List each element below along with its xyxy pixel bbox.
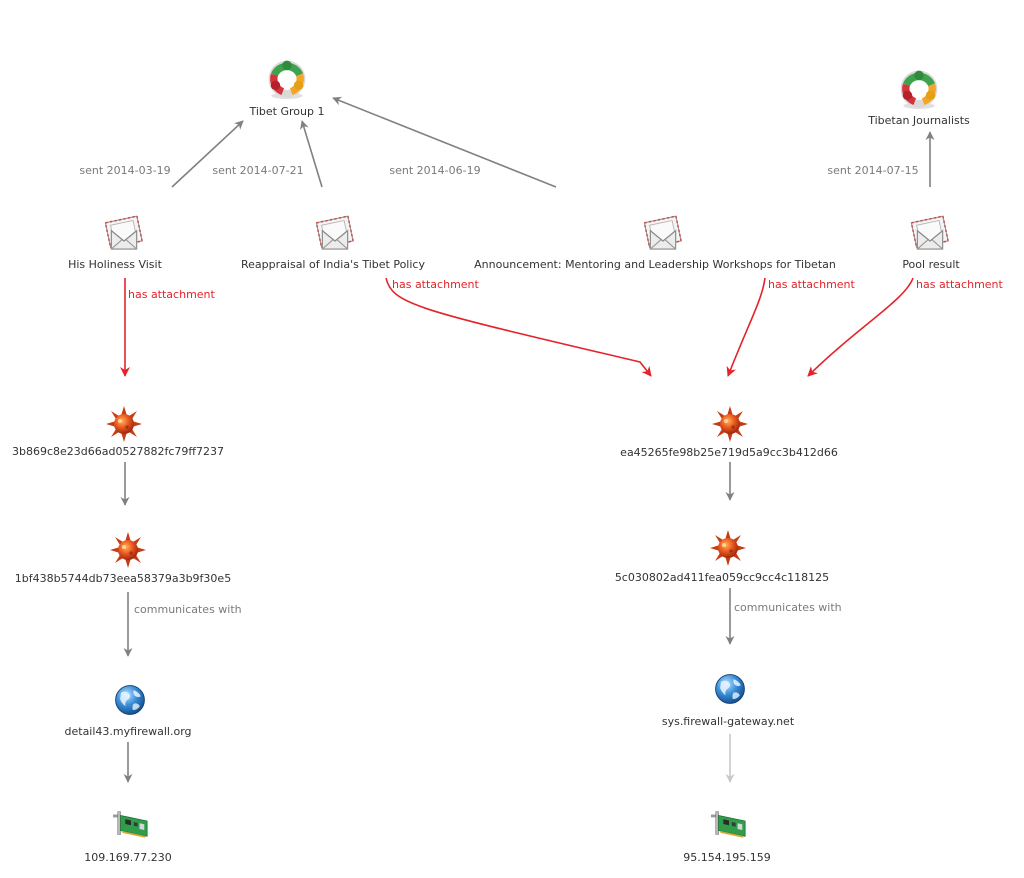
globe-icon [715, 674, 745, 704]
node-malware-1bf4[interactable]: 1bf438b5744db73eea58379a3b9f30e5 [15, 532, 231, 585]
email-icon [315, 215, 354, 250]
node-label: Announcement: Mentoring and Leadership W… [474, 258, 836, 271]
edge-label-sent-reappraisal: sent 2014-07-21 [212, 164, 303, 177]
node-email-reappraisal[interactable]: Reappraisal of India's Tibet Policy [241, 215, 425, 271]
node-ip-95[interactable]: 95.154.195.159 [683, 811, 771, 864]
network-card-icon [112, 811, 148, 839]
edge-label-sent-holiness: sent 2014-03-19 [79, 164, 170, 177]
node-label: 109.169.77.230 [84, 851, 171, 864]
edge-label-attach-holiness: has attachment [128, 288, 216, 301]
edge-label-attach-reappraisal: has attachment [392, 278, 480, 291]
node-label: Tibet Group 1 [249, 105, 325, 118]
node-email-pool[interactable]: Pool result [902, 215, 960, 271]
network-card-icon [710, 811, 746, 839]
node-tibet-group[interactable]: Tibet Group 1 [249, 61, 325, 118]
edge-label-comm-5c03: communicates with [734, 601, 842, 614]
malware-icon [106, 406, 142, 442]
node-malware-5c03[interactable]: 5c030802ad411fea059cc9cc4c118125 [615, 530, 829, 584]
edge-label-attach-pool: has attachment [916, 278, 1004, 291]
edge-sent-reappraisal [300, 120, 323, 188]
malware-icon [110, 532, 146, 568]
node-label: detail43.myfirewall.org [65, 725, 192, 738]
node-domain-detail43[interactable]: detail43.myfirewall.org [65, 685, 192, 738]
edge-attach-reappraisal [385, 277, 652, 377]
node-malware-ea45[interactable]: ea45265fe98b25e719d5a9cc3b412d66 [620, 406, 838, 459]
email-icon [643, 215, 682, 250]
group-icon [271, 61, 304, 99]
group-icon [903, 71, 936, 109]
node-label: 3b869c8e23d66ad0527882fc79ff7237 [12, 445, 224, 458]
node-label: 1bf438b5744db73eea58379a3b9f30e5 [15, 572, 231, 585]
edge-label-sent-announcement: sent 2014-06-19 [389, 164, 480, 177]
node-label: Reappraisal of India's Tibet Policy [241, 258, 425, 271]
malware-icon [712, 406, 748, 442]
node-label: 95.154.195.159 [683, 851, 770, 864]
globe-icon [115, 685, 145, 715]
edge-label-sent-pool: sent 2014-07-15 [827, 164, 918, 177]
edge-sent-holiness [171, 120, 244, 188]
edge-attach-announcement [726, 277, 766, 377]
node-email-holiness[interactable]: His Holiness Visit [68, 215, 163, 271]
edge-sent-announcement [332, 96, 557, 188]
node-label: sys.firewall-gateway.net [662, 715, 795, 728]
node-label: Tibetan Journalists [867, 114, 970, 127]
node-domain-sys[interactable]: sys.firewall-gateway.net [662, 674, 795, 728]
node-ip-109[interactable]: 109.169.77.230 [84, 811, 172, 864]
node-tibetan-journalists[interactable]: Tibetan Journalists [867, 71, 970, 127]
node-malware-3b86[interactable]: 3b869c8e23d66ad0527882fc79ff7237 [12, 406, 224, 458]
email-icon [104, 215, 143, 250]
email-icon [910, 215, 949, 250]
edge-label-attach-announcement: has attachment [768, 278, 856, 291]
malware-icon [710, 530, 746, 566]
edge-attach-pool [807, 277, 914, 377]
node-label: 5c030802ad411fea059cc9cc4c118125 [615, 571, 829, 584]
edge-label-comm-1bf4: communicates with [134, 603, 242, 616]
node-email-announcement[interactable]: Announcement: Mentoring and Leadership W… [474, 215, 836, 271]
node-label: ea45265fe98b25e719d5a9cc3b412d66 [620, 446, 838, 459]
node-label: Pool result [902, 258, 960, 271]
node-label: His Holiness Visit [68, 258, 162, 271]
